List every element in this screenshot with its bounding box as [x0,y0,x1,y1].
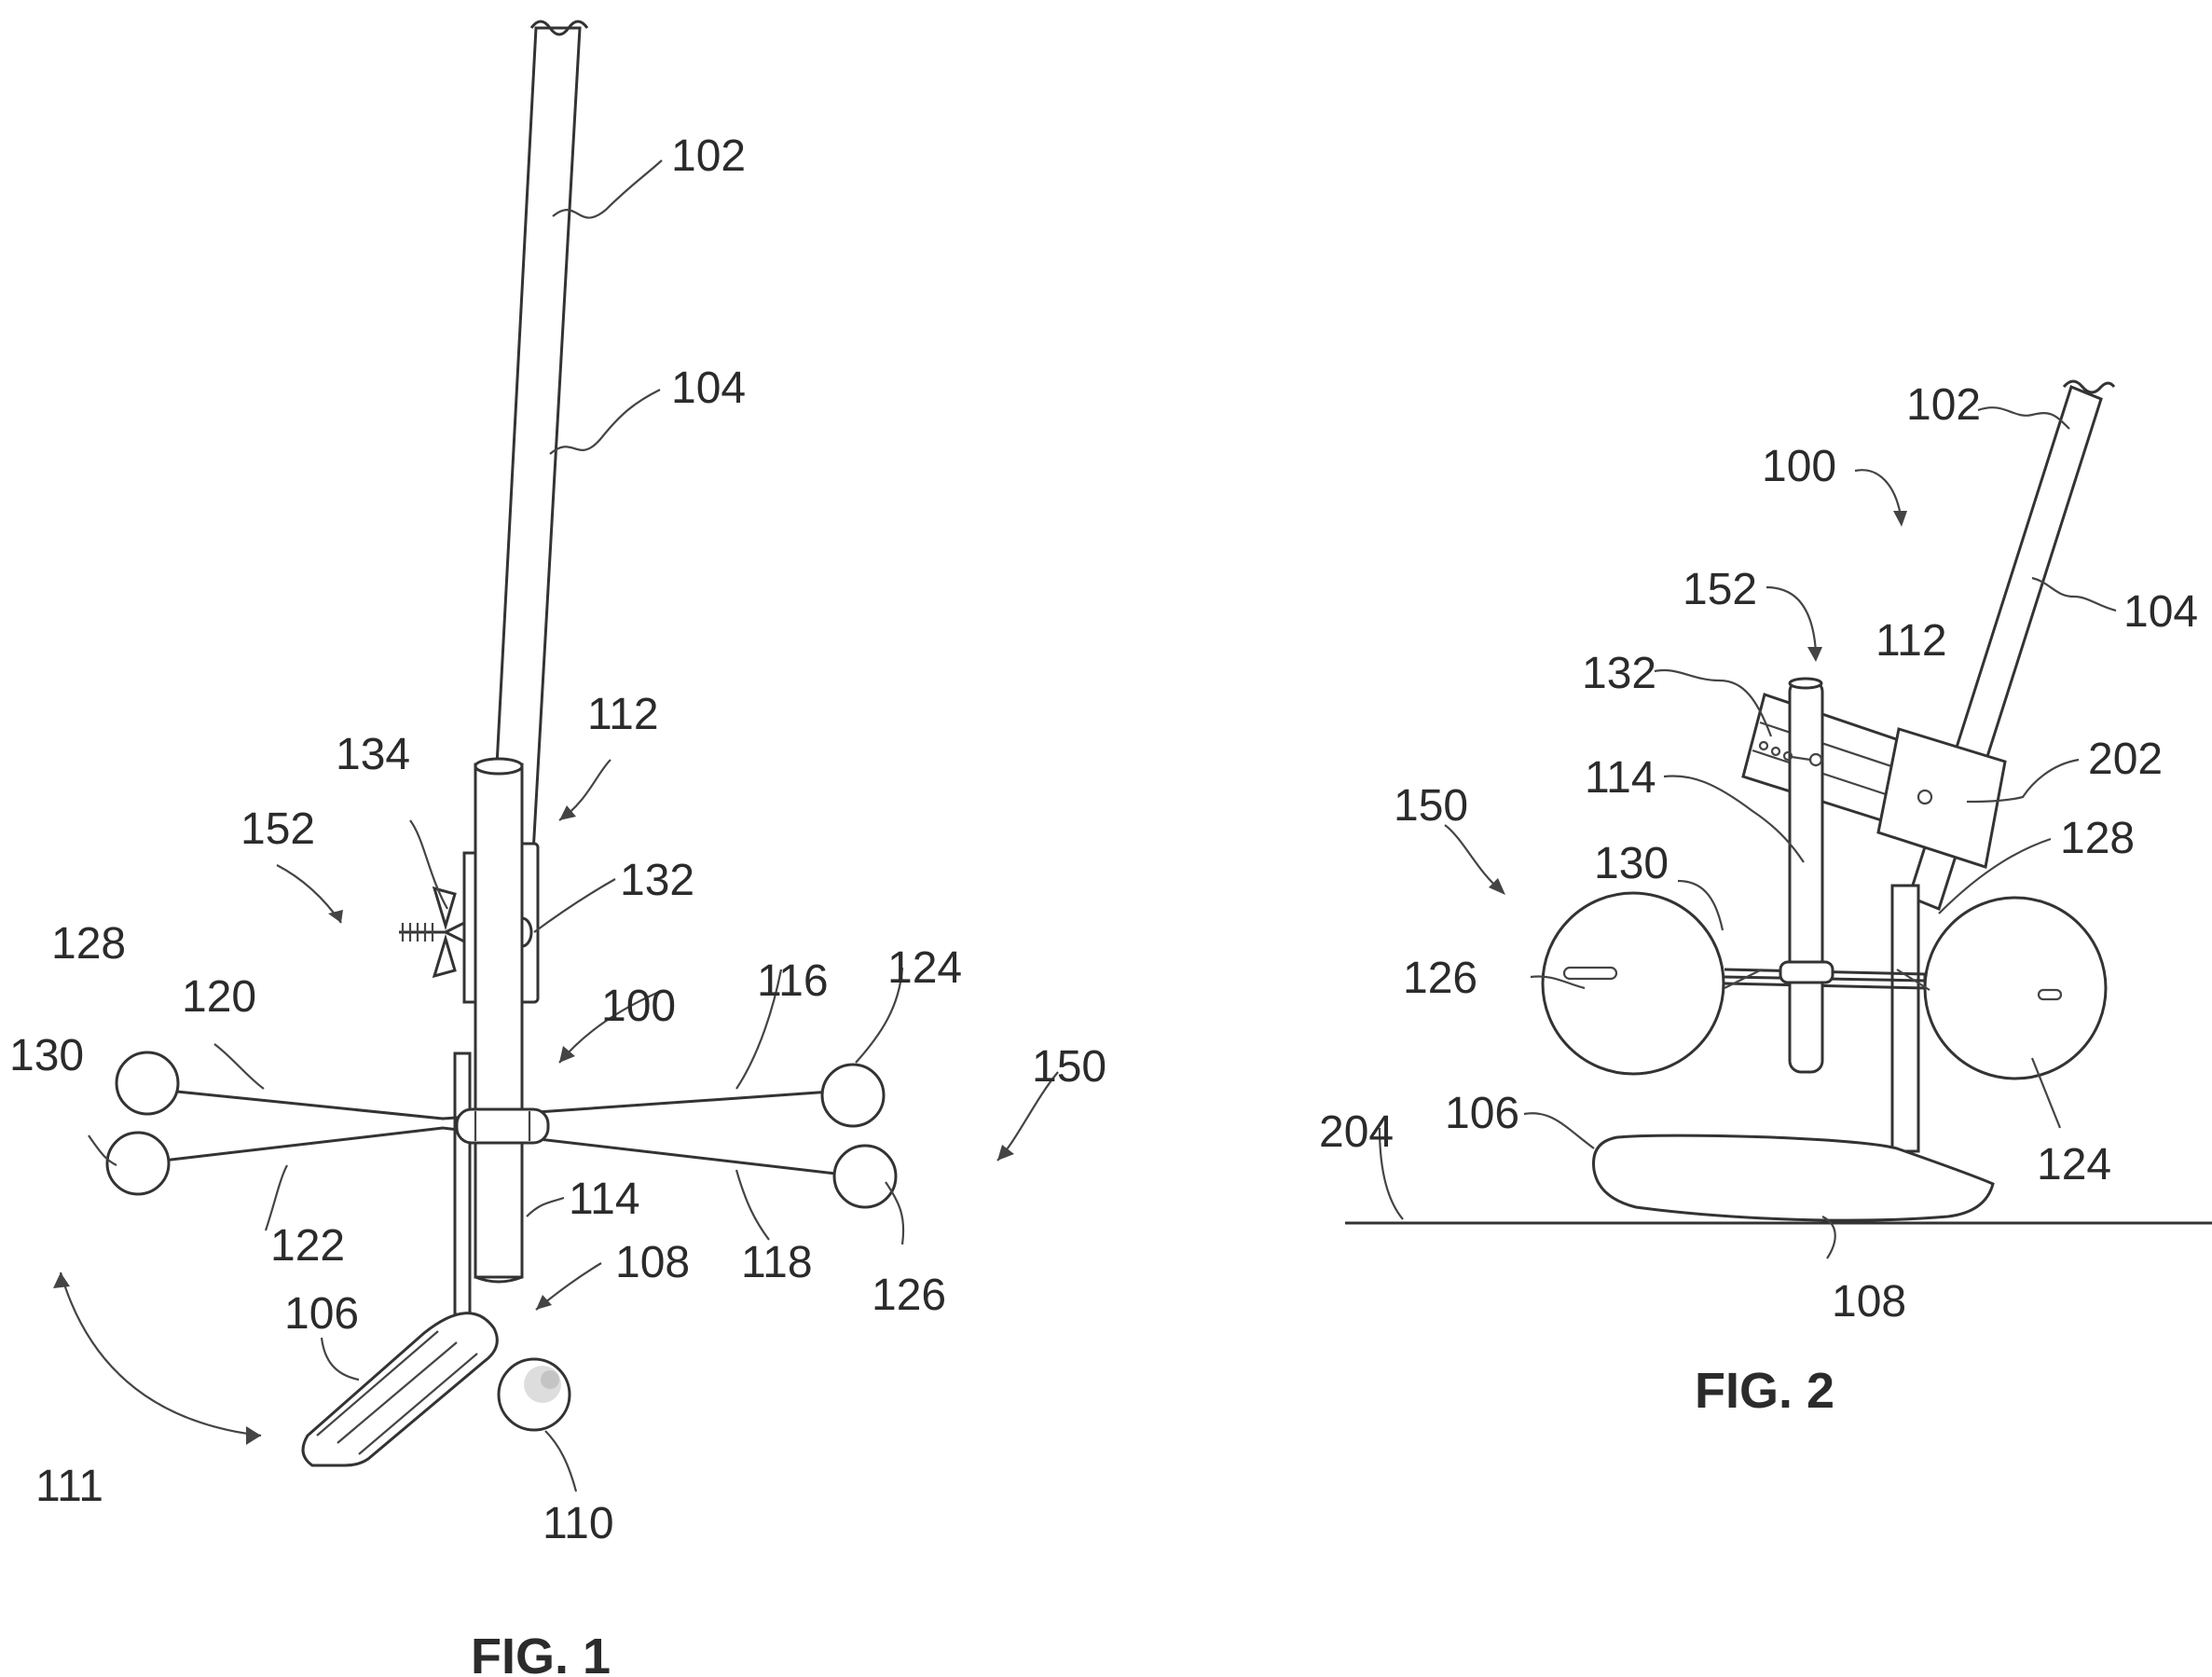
fig1-ref-132: 132 [620,856,694,905]
fig1-ref-150: 150 [1032,1042,1106,1092]
fig1-ref-114: 114 [569,1175,640,1224]
fig1-ref-102: 102 [671,131,746,181]
fig2-ref-102: 102 [1906,380,1981,430]
fig1-ref-111: 111 [35,1462,103,1511]
fig1-hosel-rod [455,1053,470,1314]
fig2-ref-204: 204 [1319,1107,1394,1157]
fig2-ref-100: 100 [1762,442,1836,491]
fig1-golf-ball [499,1359,570,1430]
fig1-collar [457,1109,548,1143]
figure-2: 102 100 104 152 112 132 202 114 150 130 … [1319,380,2212,1419]
fig2-ref-124: 124 [2037,1140,2111,1189]
fig1-ref-122: 122 [270,1221,345,1271]
fig2-ref-114: 114 [1585,753,1656,803]
fig1-ref-128: 128 [51,919,126,969]
fig1-ref-104: 104 [671,364,746,413]
fig1-ref-118: 118 [741,1238,813,1287]
fig1-ref-100: 100 [601,982,676,1031]
fig1-ref-106: 106 [284,1289,359,1339]
fig1-ref-120: 120 [182,972,256,1022]
fig2-collar [1780,962,1833,983]
fig2-ref-202: 202 [2088,735,2163,784]
figure-1: 102 104 112 134 152 132 128 120 130 116 … [9,21,1106,1677]
fig2-ref-128: 128 [2060,814,2135,863]
fig1-ref-116: 116 [757,956,829,1006]
fig2-ref-112: 112 [1875,616,1947,666]
fig2-label: FIG. 2 [1695,1363,1834,1419]
fig1-shaft [492,21,587,853]
fig1-ref-126: 126 [872,1271,946,1320]
fig1-ref-112: 112 [587,690,659,739]
fig1-inner-tube [475,759,522,1282]
fig1-ref-134: 134 [336,730,410,779]
fig2-ref-150: 150 [1394,781,1468,831]
fig1-weight-128 [117,1052,178,1114]
fig1-ref-108: 108 [615,1238,690,1287]
fig1-ref-110: 110 [543,1499,614,1548]
fig2-ref-130: 130 [1594,839,1669,888]
fig1-weight-126 [834,1146,896,1207]
fig2-ref-132: 132 [1582,649,1656,698]
fig1-weight-130 [107,1133,169,1194]
fig2-ref-106: 106 [1445,1089,1519,1138]
fig2-weight-124 [1925,898,2106,1079]
fig1-weight-124 [822,1065,884,1126]
fig2-hosel-post [1892,886,1918,1151]
fig1-ref-130: 130 [9,1031,84,1080]
fig2-ref-126: 126 [1403,954,1477,1003]
fig2-ref-152: 152 [1683,565,1757,614]
fig1-label: FIG. 1 [471,1629,611,1677]
fig1-ref-124: 124 [887,943,962,993]
fig2-ref-104: 104 [2123,587,2198,637]
fig2-putter-head [1594,1135,1993,1220]
fig1-ref-152: 152 [240,804,315,854]
fig2-ref-108: 108 [1832,1277,1906,1326]
fig1-swing-arrow [53,1272,261,1445]
